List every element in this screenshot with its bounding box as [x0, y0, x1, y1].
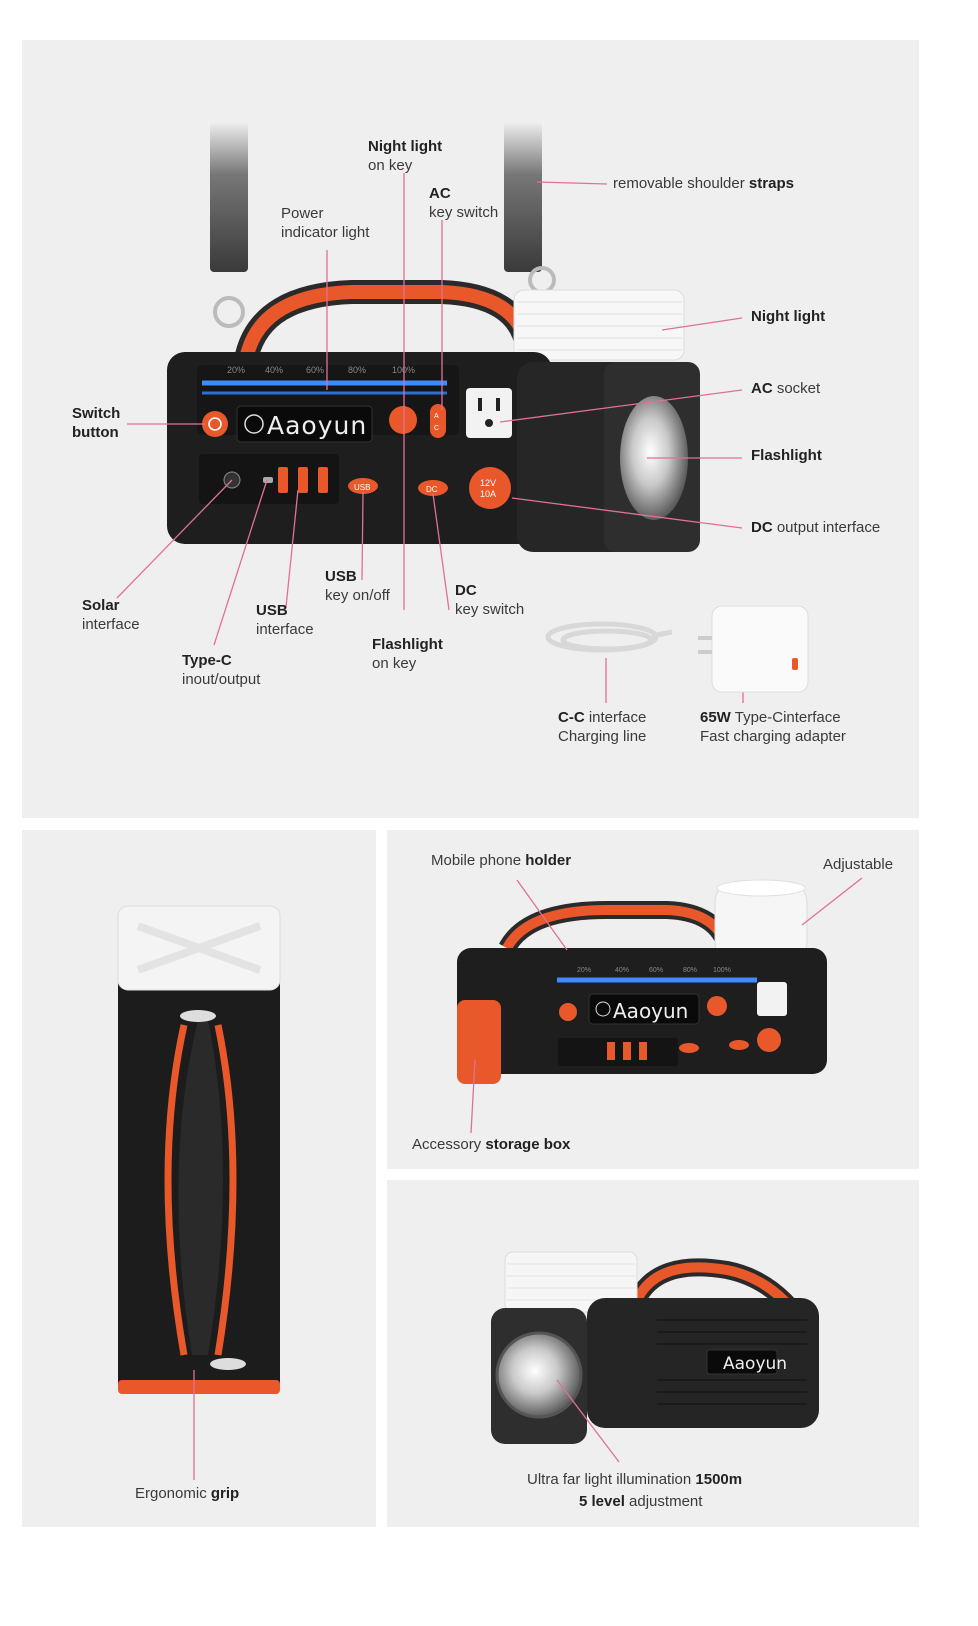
light-illustration: Aaoyun [491, 1251, 819, 1463]
brand-logo: Aaoyun [267, 411, 367, 440]
holder-brand-logo: Aaoyun [613, 999, 688, 1023]
label-adjustable: Adjustable [823, 856, 894, 873]
main-feature-panel: 20% 40% 60% 80% 100% Aaoyun A C USB DC [22, 40, 919, 818]
light-brand-logo: Aaoyun [723, 1354, 787, 1374]
holder-illustration: 20% 40% 60% 80% 100% Aaoyun [457, 877, 863, 1134]
main-device-illustration: 20% 40% 60% 80% 100% Aaoyun A C USB DC [116, 122, 809, 703]
svg-text:USB: USB [354, 483, 370, 492]
svg-text:DC: DC [426, 485, 438, 494]
label-night-light: Night light [751, 308, 826, 325]
label-straps: removable shoulder straps [613, 175, 794, 192]
switch-button-shape [202, 411, 228, 437]
svg-text:80%: 80% [683, 967, 697, 974]
label-phone-holder: Mobile phone holder [431, 852, 572, 869]
light-device-body [587, 1298, 819, 1428]
right-strap [504, 122, 542, 272]
fast-charging-adapter [711, 605, 809, 693]
svg-text:60%: 60% [649, 967, 663, 974]
charging-cable [545, 621, 673, 653]
ac-socket-shape [466, 388, 512, 438]
svg-text:C: C [434, 425, 439, 432]
grip-illustration [117, 905, 281, 1480]
night-light-stack [513, 289, 685, 361]
svg-text:20%: 20% [227, 365, 245, 375]
svg-text:20%: 20% [577, 967, 591, 974]
label-dc-output: DC output interface [751, 519, 881, 536]
svg-text:A: A [434, 413, 439, 420]
svg-text:10A: 10A [480, 489, 496, 499]
svg-text:40%: 40% [265, 365, 283, 375]
holder-panel: 20% 40% 60% 80% 100% Aaoyun Mobile phone… [387, 830, 919, 1169]
label-illumination: Ultra far light illumination 1500m [527, 1471, 743, 1488]
svg-text:12V: 12V [480, 478, 496, 488]
svg-text:60%: 60% [306, 365, 324, 375]
light-panel: Aaoyun Ultra far light illumination 1500… [387, 1180, 919, 1527]
label-storage-box: Accessory storage box [412, 1136, 571, 1153]
label-grip: Ergonomic grip [135, 1485, 240, 1502]
left-strap [210, 122, 248, 272]
storage-box-shape [457, 1000, 501, 1084]
svg-text:80%: 80% [348, 365, 366, 375]
label-flashlight: Flashlight [751, 447, 822, 464]
label-adjustment: 5 level adjustment [579, 1493, 703, 1510]
svg-text:100%: 100% [713, 967, 731, 974]
dc-socket-shape [469, 467, 511, 509]
svg-text:40%: 40% [615, 967, 629, 974]
label-ac-socket: AC socket [751, 380, 821, 397]
grip-panel: Ergonomic grip [22, 830, 376, 1527]
